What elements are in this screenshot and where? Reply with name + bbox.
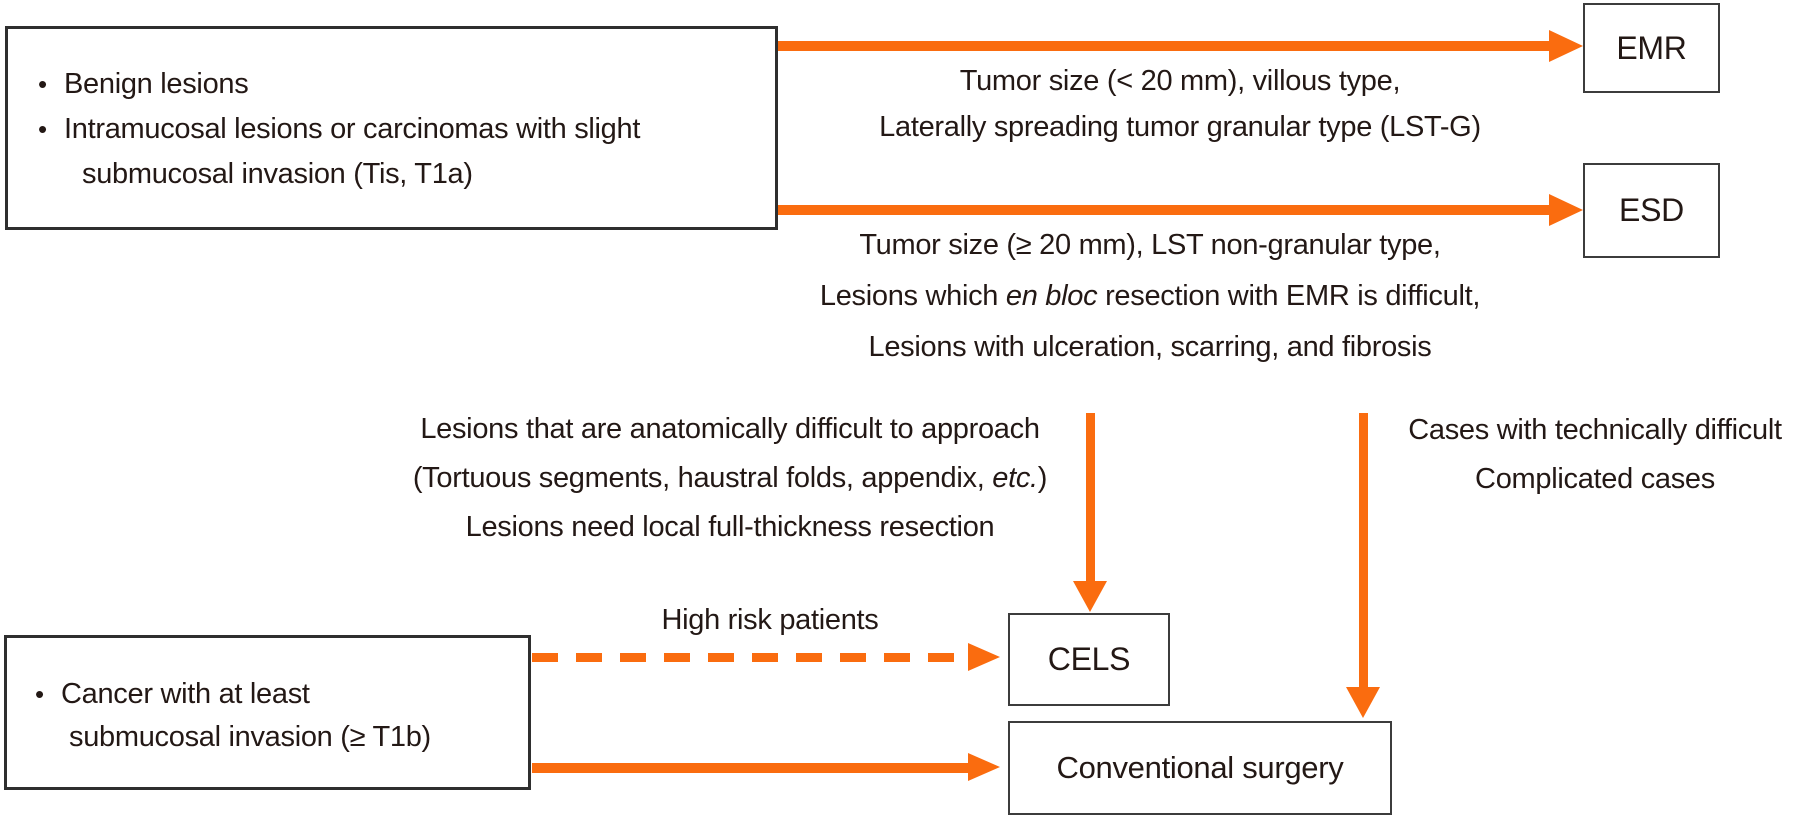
cels-label: CELS [1047,641,1131,677]
box-cancer-indication: • Cancer with at least submucosal invasio… [4,635,531,790]
arrow-head-icon [968,753,1000,781]
arrow-head-icon [1073,581,1107,612]
arrow-dashed-shaft [532,653,970,662]
bullet-icon: • [35,679,44,709]
criteria-line: Tumor size (< 20 mm), villous type, [959,65,1401,97]
etc-italic: etc. [992,462,1038,494]
arrow-shaft [778,205,1550,215]
cancer-text: Cancer with at least [61,678,310,710]
emr-label: EMR [1616,29,1687,66]
en-bloc-italic: en bloc [1005,280,1098,312]
criteria-line: Tumor size (≥ 20 mm), LST non-granular t… [859,229,1441,261]
conventional-surgery-label: Conventional surgery [1056,750,1344,785]
high-risk-patients-text: High risk patients [600,603,940,637]
list-item-continuation: submucosal invasion (≥ T1b) [35,716,513,759]
list-item: • Benign lesions [38,62,755,107]
criteria-line: Laterally spreading tumor granular type … [879,111,1481,143]
criteria-line: Lesions which en bloc resection with EMR… [819,280,1481,312]
surgery-criteria-text: Cases with technically difficult Complic… [1385,406,1805,504]
esd-criteria-text: Tumor size (≥ 20 mm), LST non-granular t… [760,220,1540,373]
criteria-line: High risk patients [661,604,879,636]
emr-criteria-text: Tumor size (< 20 mm), villous type, Late… [790,58,1570,150]
criteria-line: Cases with technically difficult [1408,414,1782,446]
arrow-shaft [532,763,970,773]
criteria-line: Lesions with ulceration, scarring, and f… [868,331,1432,363]
arrow-shaft [778,41,1550,51]
criteria-line: Complicated cases [1475,463,1715,495]
intramucosal-lesions-text: Intramucosal lesions or carcinomas with … [64,113,641,145]
list-item: • Cancer with at least [35,673,513,716]
submucosal-invasion-tis-text: submucosal invasion (Tis, T1a) [82,158,473,190]
list-item: • Intramucosal lesions or carcinomas with… [38,107,755,152]
criteria-line: (Tortuous segments, haustral folds, appe… [412,462,1048,494]
box-emr: EMR [1583,3,1720,93]
arrow-shaft [1359,413,1368,689]
box-esd: ESD [1583,163,1720,258]
esd-label: ESD [1619,192,1684,228]
criteria-line: Lesions need local full-thickness resect… [465,511,995,543]
arrow-head-icon [1549,30,1583,62]
arrow-head-icon [1346,687,1380,718]
arrow-shaft [1086,413,1095,583]
criteria-line: Lesions that are anatomically difficult … [420,413,1040,445]
bullet-icon: • [38,69,47,99]
box-cels: CELS [1008,613,1170,706]
arrow-head-icon [968,643,1000,671]
box-conventional-surgery: Conventional surgery [1008,721,1392,815]
submucosal-invasion-t1b-text: submucosal invasion (≥ T1b) [69,721,431,753]
list-item-continuation: submucosal invasion (Tis, T1a) [38,152,755,197]
cels-criteria-text: Lesions that are anatomically difficult … [330,405,1130,552]
benign-lesions-text: Benign lesions [64,68,249,100]
bullet-icon: • [38,114,47,144]
box-endoscopic-indications: • Benign lesions • Intramucosal lesions or… [5,26,778,230]
arrow-head-icon [1549,194,1583,226]
